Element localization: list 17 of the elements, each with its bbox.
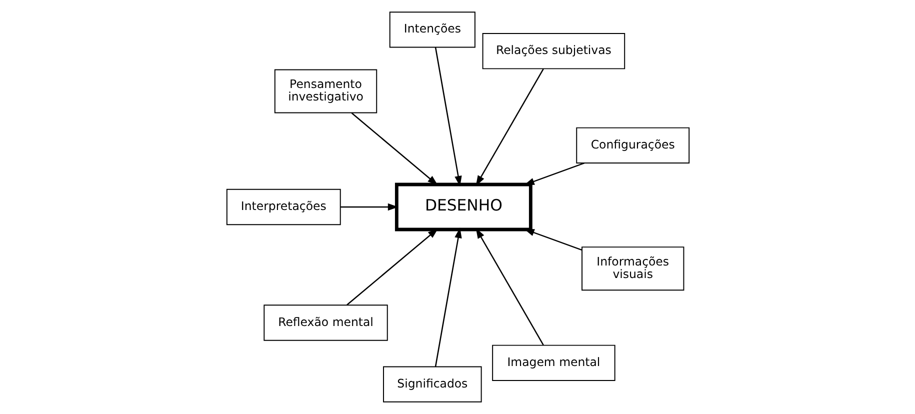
- arrow: [340, 203, 398, 211]
- node-box: Significados: [382, 366, 482, 402]
- node-box: Pensamento investigativo: [274, 69, 377, 114]
- node-box: Interpretações: [226, 188, 340, 226]
- arrow: [434, 47, 462, 186]
- arrow: [350, 112, 438, 186]
- node-box: Imagem mental: [492, 344, 615, 381]
- arrow: [346, 228, 438, 306]
- node-box: Relações subjetivas: [482, 32, 625, 70]
- arrow: [475, 68, 544, 186]
- node-box: Intenções: [388, 12, 475, 48]
- node-box: Reflexão mental: [263, 304, 388, 341]
- arrow: [434, 228, 462, 367]
- node-box: Configurações: [576, 127, 690, 164]
- arrow: [475, 228, 544, 346]
- node-box: DESENHO: [394, 182, 532, 232]
- node-box: Informações visuais: [581, 246, 684, 291]
